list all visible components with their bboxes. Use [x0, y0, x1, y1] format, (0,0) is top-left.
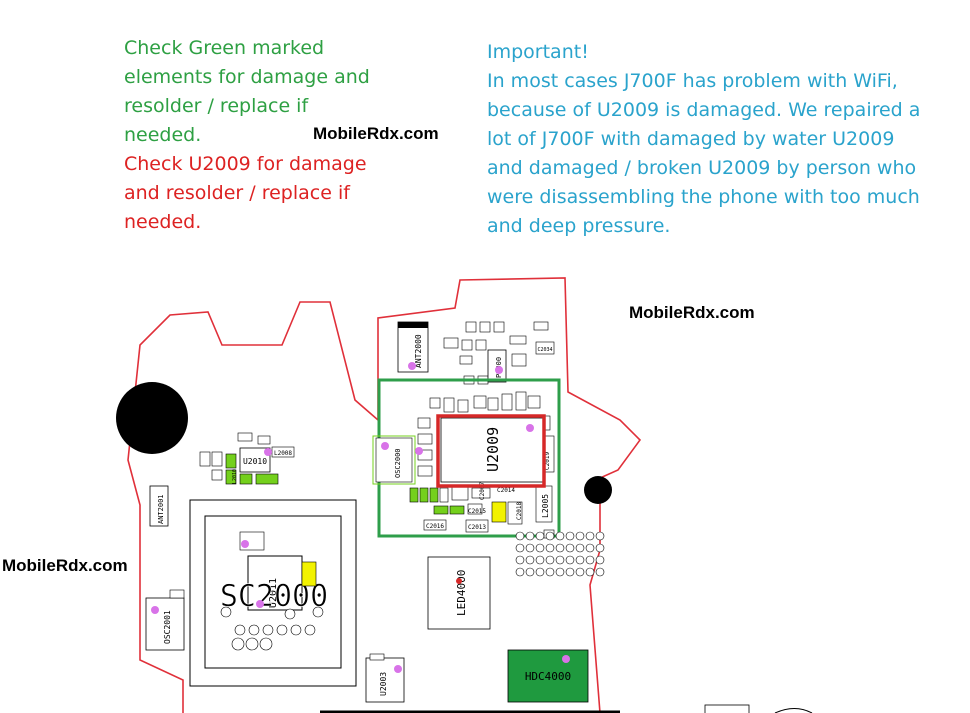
mounting-hole-large — [116, 382, 188, 454]
watermark-right: MobileRdx.com — [629, 303, 755, 322]
ant2001-label: ANT2001 — [157, 494, 165, 524]
watermark-left: MobileRdx.com — [2, 556, 128, 575]
bottom-edge-arc — [774, 708, 813, 713]
u2003-label: U2003 — [379, 672, 388, 696]
c2014-label: C2014 — [497, 487, 515, 494]
u2010-label: U2010 — [243, 457, 267, 466]
mounting-hole-small — [584, 476, 612, 504]
osc2000-highlight-frame — [372, 435, 416, 485]
watermark-top: MobileRdx.com — [313, 124, 439, 143]
u2010-passives — [199, 432, 279, 485]
l2005-label: L2005 — [541, 494, 550, 518]
test-points — [151, 362, 570, 673]
c2019-label: C2019 — [544, 452, 551, 470]
u2003-cap — [369, 653, 385, 661]
u2009-red-marker — [436, 414, 546, 488]
hdc4000-component — [507, 649, 589, 703]
led4000-component — [427, 556, 491, 630]
u2011-chip — [247, 555, 303, 611]
c2016-label: C2016 — [426, 523, 444, 530]
led4000-marker — [456, 578, 462, 584]
c2034-label: C2034 — [537, 347, 552, 353]
led4000-label: LED4000 — [455, 570, 468, 616]
c2015-label: C2015 — [468, 508, 486, 515]
sc2000-inner-frame — [204, 515, 342, 669]
p2000-component — [487, 349, 507, 383]
green-instruction-note: Check Green marked elements for damage a… — [124, 37, 370, 146]
u2009-label: U2009 — [484, 427, 502, 472]
c2018-label: C2018 — [516, 502, 523, 520]
c2007-label: C2007 — [479, 482, 486, 500]
ant2001-component — [149, 485, 169, 527]
important-note: Important! In most cases J700F has probl… — [487, 41, 921, 237]
red-instruction-note: Check U2009 for damage and resolder / re… — [124, 153, 367, 233]
sc2000-pad-group — [220, 606, 324, 651]
bottom-edge-pad — [704, 704, 750, 713]
osc2001-component — [145, 597, 185, 651]
hdc4000-label: HDC4000 — [525, 670, 571, 683]
pad-grid — [515, 531, 605, 577]
c2013-label: C2013 — [468, 524, 486, 531]
sc-highlight-component — [301, 561, 317, 587]
osc2001-label: OSC2001 — [163, 610, 172, 644]
l2010-label: L2010 — [232, 469, 238, 484]
l2008-label: L2008 — [274, 450, 292, 457]
sc2000-outer-frame — [189, 499, 357, 687]
osc2000-label: OSC2000 — [394, 448, 402, 478]
u2011-label: U2011 — [268, 578, 279, 608]
ant2000-bar — [398, 322, 428, 328]
ant2000-label: ANT2000 — [414, 334, 423, 368]
osc2001-cap — [169, 589, 185, 599]
